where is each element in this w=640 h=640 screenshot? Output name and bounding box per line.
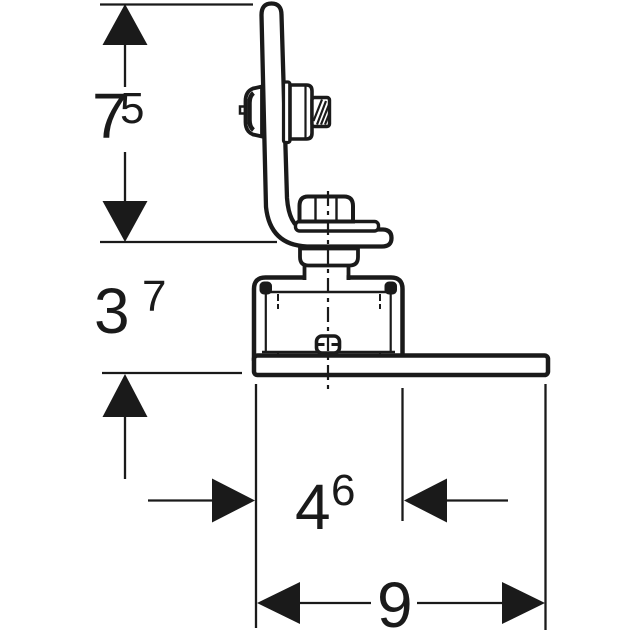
connector-pass-through (306, 265, 347, 281)
hatch-line (312, 99, 324, 122)
hatch-line (323, 112, 331, 125)
pad-corner-insert-right (384, 281, 397, 295)
hatch-line (315, 100, 328, 125)
lower-fastener (293, 194, 381, 233)
dim-sup-upper: 5 (120, 84, 144, 133)
clip-inner-edge (247, 91, 255, 132)
top-bolt-assembly (238, 80, 332, 145)
arrowhead-up (102, 4, 148, 45)
thread-hatching (312, 99, 331, 125)
arrowhead-left (404, 478, 447, 523)
dimension-baseplate-width: 9 (257, 569, 545, 640)
dim-value-lower: 3 (94, 275, 130, 347)
dim-value-upper: 7 (92, 80, 128, 152)
dim-sup-lower: 7 (142, 272, 166, 321)
dimension-vertical-upper: 7 5 (92, 3, 277, 244)
arrowhead-left (257, 582, 300, 624)
arrowhead-down (102, 201, 148, 242)
baseplate (251, 353, 551, 378)
lower-hex-nut (297, 194, 355, 224)
dim-sup-pad: 6 (331, 466, 355, 515)
hatch-line (319, 104, 331, 125)
arrowhead-right (502, 582, 545, 624)
l-bracket-strap (259, 1, 394, 249)
dim-value-pad: 4 (295, 471, 331, 543)
extension-lines-vertical (254, 384, 547, 630)
dimension-pad-width: 4 6 (148, 466, 508, 543)
dimension-vertical-lower: 3 7 (94, 272, 242, 479)
dim-value-baseplate: 9 (377, 569, 413, 640)
arrowhead-up-outside (102, 374, 148, 417)
pad-corner-insert-left (259, 281, 272, 295)
arrowhead-right (212, 478, 255, 523)
top-hex-nut (288, 83, 314, 141)
